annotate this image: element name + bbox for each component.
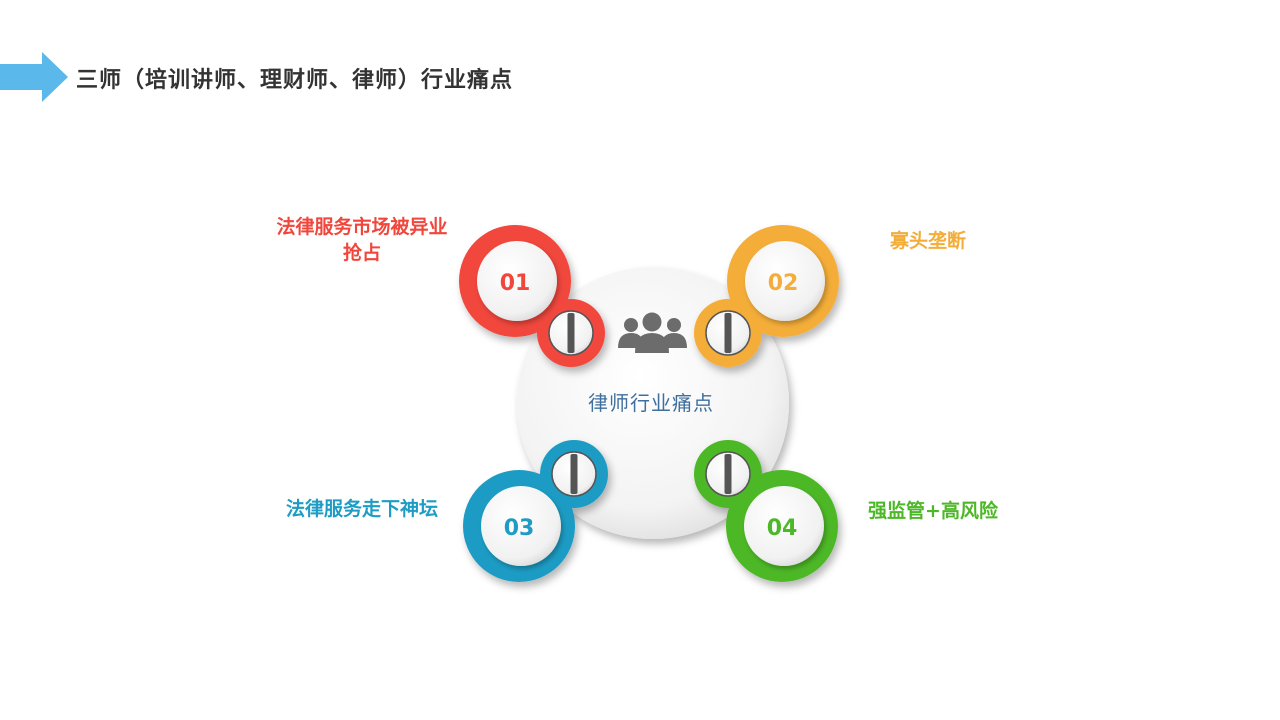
arrow-icon — [0, 52, 68, 102]
item-01-knob-icon — [548, 310, 594, 356]
item-02-number: 02 — [768, 271, 799, 296]
item-02-knob-icon — [705, 310, 751, 356]
item-03-knob-icon — [551, 451, 597, 497]
item-04-label: 强监管+高风险 — [868, 500, 998, 522]
item-01-label: 法律服务市场被异业抢占 — [276, 216, 448, 264]
item-02-label: 寡头垄断 — [889, 230, 966, 252]
item-03-label: 法律服务走下神坛 — [285, 498, 438, 520]
page-title: 三师（培训讲师、理财师、律师）行业痛点 — [76, 68, 514, 93]
item-03-number: 03 — [504, 516, 535, 541]
item-04-number: 04 — [767, 516, 798, 541]
item-01-number: 01 — [500, 271, 531, 296]
people-group-icon — [618, 312, 687, 353]
center-label: 律师行业痛点 — [588, 391, 714, 415]
item-04-knob-icon — [705, 451, 751, 497]
